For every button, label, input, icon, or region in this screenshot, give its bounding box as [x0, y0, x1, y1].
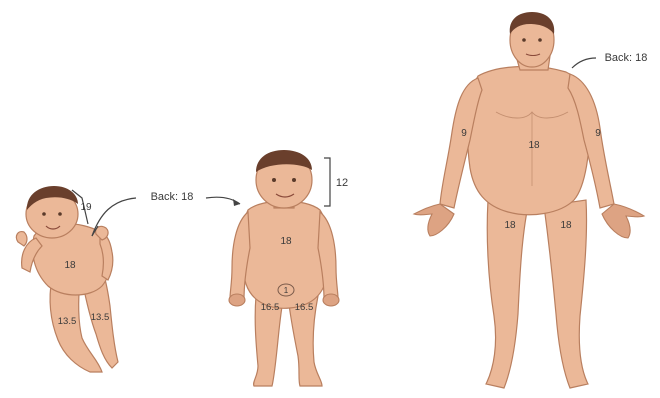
adult-left-leg-label: 18 [504, 220, 516, 231]
child-figure [206, 150, 339, 386]
infant-right-leg-label: 13.5 [91, 312, 110, 323]
child-head-bracket-label: 12 [336, 177, 348, 189]
adult-right-arm-label: 9 [595, 128, 601, 139]
child-trunk-label: 18 [280, 236, 292, 247]
infant-figure [16, 186, 136, 372]
infant-back-label: Back: 18 [151, 191, 194, 203]
adult-back-label: Back: 18 [605, 52, 648, 64]
adult-trunk-label: 18 [528, 140, 540, 151]
adult-right-leg-label: 18 [560, 220, 572, 231]
adult-figure [414, 12, 644, 388]
infant-left-leg-label: 13.5 [58, 316, 77, 327]
child-left-leg-label: 16.5 [261, 302, 280, 313]
adult-left-arm-label: 9 [461, 128, 467, 139]
infant-head-label: 19 [80, 202, 92, 213]
child-perineum-label: 1 [284, 286, 289, 295]
child-right-leg-label: 16.5 [295, 302, 314, 313]
infant-trunk-label: 18 [64, 260, 76, 271]
